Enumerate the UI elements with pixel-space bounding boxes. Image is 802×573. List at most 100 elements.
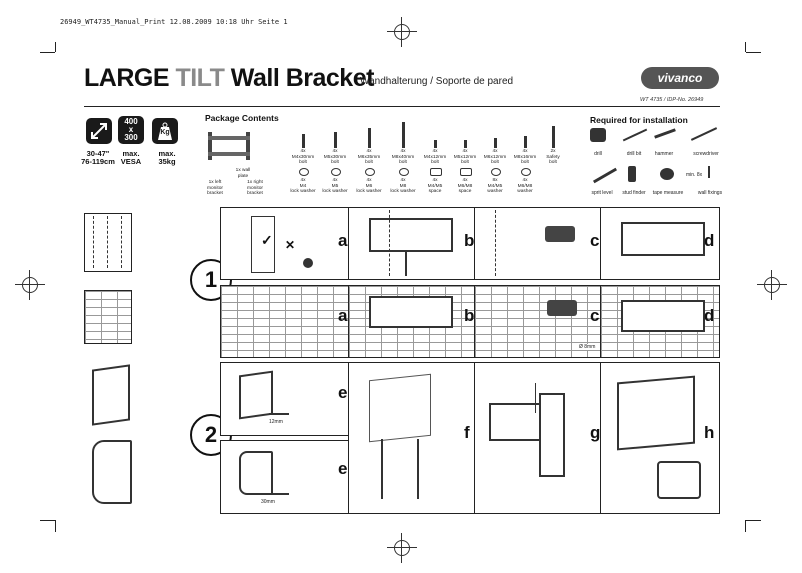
screw-icon xyxy=(259,493,289,495)
tool-label: drill xyxy=(594,151,602,157)
drill-icon xyxy=(545,226,575,242)
page-subtitle: Wandhalterung / Soporte de pared xyxy=(360,76,514,87)
check-icon: ✓ xyxy=(261,232,273,248)
registration-mark xyxy=(15,270,45,300)
step-2e-panel-a: 12mm xyxy=(220,362,350,436)
screw-length-label: 12mm xyxy=(269,419,283,425)
brick-wall-thumbnail xyxy=(84,290,132,344)
spacer-icon xyxy=(460,168,472,176)
min-label: min. 8x xyxy=(686,172,703,178)
tool-label: tape measure xyxy=(652,190,684,196)
crop-mark xyxy=(40,52,55,53)
step-2g-panel xyxy=(474,362,604,514)
crop-mark xyxy=(40,520,55,521)
step-1c-brick-panel: Ø 8mm xyxy=(474,285,604,358)
weight-icon: Kg xyxy=(152,118,178,144)
step-1c-stud-panel xyxy=(474,207,604,280)
washer-icon xyxy=(365,168,375,176)
step-1a-stud-panel: ✓ ✕ xyxy=(220,207,352,280)
step-letter: h xyxy=(704,423,715,442)
required-title: Required for installation xyxy=(590,115,688,125)
step-2e-panel-b: 30mm xyxy=(220,440,350,514)
step-letter: d xyxy=(704,231,715,250)
wall-plate-illustration xyxy=(205,128,253,164)
step-2h-panel xyxy=(600,362,720,514)
washer-icon xyxy=(521,168,531,176)
cross-icon: ✕ xyxy=(285,238,296,252)
stud-finder-icon xyxy=(303,258,313,268)
step-letter: a xyxy=(338,231,348,250)
bolt-icon xyxy=(464,140,467,148)
bolt-icon xyxy=(552,126,555,148)
step-letter: b xyxy=(464,306,475,325)
bolt-icon xyxy=(434,140,437,148)
registration-mark xyxy=(387,533,417,563)
tool-label: hammer xyxy=(654,151,674,157)
crop-mark xyxy=(55,42,56,52)
registration-mark xyxy=(757,270,787,300)
step-1b-stud-panel xyxy=(348,207,478,280)
step-letter: a xyxy=(338,306,348,325)
step-letter: c xyxy=(590,231,600,250)
package-contents-title: Package Contents xyxy=(205,113,279,123)
spirit-level-icon xyxy=(592,167,618,184)
drill-bit-icon xyxy=(622,128,648,142)
bolt-icon xyxy=(334,132,337,148)
step-letter: b xyxy=(464,231,475,250)
bolt-icon xyxy=(302,134,305,148)
step-1a-brick-panel xyxy=(220,285,352,358)
hammer-icon xyxy=(654,128,676,139)
washer-icon xyxy=(331,168,341,176)
crop-mark xyxy=(745,520,746,532)
stud-wall-thumbnail xyxy=(84,213,132,272)
washer-icon xyxy=(399,168,409,176)
step-letter: c xyxy=(590,306,600,325)
tool-label: wall fixings xyxy=(697,190,723,196)
tool-label: sprit level xyxy=(591,190,613,196)
crop-mark xyxy=(55,520,56,532)
page-title: LARGE TILT Wall Bracket xyxy=(84,64,374,92)
screwdriver-icon xyxy=(690,127,718,141)
step-1b-brick-panel xyxy=(348,285,478,358)
brand-logo: vivanco xyxy=(641,67,719,89)
crop-mark xyxy=(746,52,761,53)
crop-mark xyxy=(746,520,761,521)
spacer-icon xyxy=(430,168,442,176)
step-letter: e xyxy=(338,459,348,478)
step-1d-stud-panel xyxy=(600,207,720,280)
registration-mark xyxy=(387,17,417,47)
flat-tv-thumbnail xyxy=(92,364,130,426)
tool-label: stud finder xyxy=(622,190,646,196)
curved-tv-thumbnail xyxy=(92,440,132,504)
title-divider xyxy=(84,106,720,107)
washer-icon xyxy=(491,168,501,176)
washer-icon xyxy=(299,168,309,176)
step-letter: f xyxy=(464,423,470,442)
bolt-icon xyxy=(402,122,405,148)
drill-icon xyxy=(547,300,577,316)
step-letter: d xyxy=(704,306,715,325)
tool-label: drill bit xyxy=(626,151,642,157)
resize-icon xyxy=(86,118,112,144)
step-letter: e xyxy=(338,383,348,402)
